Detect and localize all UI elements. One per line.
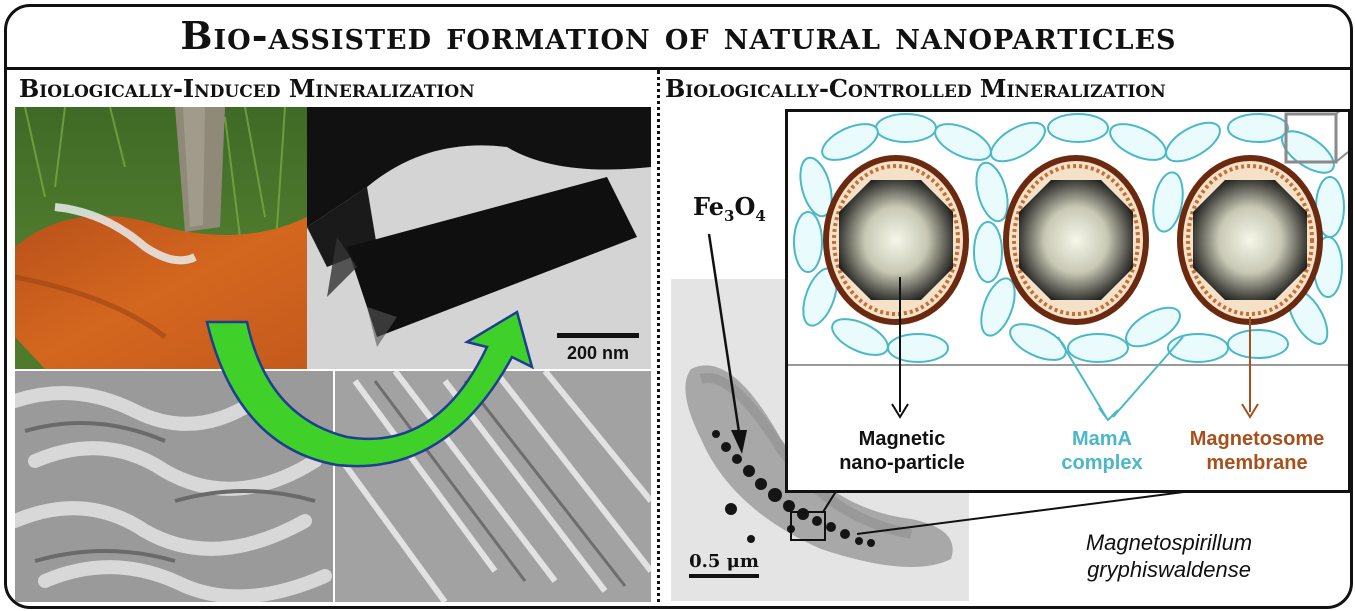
right-panel-heading: Biologically-Controlled Mineralization	[665, 74, 1166, 103]
fe3o4-label: Fe3O4	[693, 192, 766, 225]
magnetosome-2	[1003, 155, 1149, 325]
magnetic-nanoparticle-label: Magnetic nano-particle	[839, 428, 965, 474]
magnetosome-membrane-label: Magnetosome membrane	[1189, 428, 1325, 474]
green-arrow-icon	[205, 310, 534, 468]
fe3o4-arrow-icon	[707, 233, 747, 454]
panel-divider	[657, 70, 660, 606]
species-name: Magnetospirillum gryphiswaldense	[1085, 530, 1253, 582]
figure-title: Bio-assisted formation of natural nanopa…	[180, 13, 1177, 58]
figure-frame: Bio-assisted formation of natural nanopa…	[4, 4, 1353, 609]
mama-complex-label: MamA complex	[1061, 428, 1143, 474]
magnetosome-1	[823, 155, 969, 325]
tem-image: 200 nm	[307, 107, 651, 369]
magnetosome-diagram	[785, 109, 1350, 493]
sem-image-right	[335, 371, 651, 602]
left-panel-heading: Biologically-Induced Mineralization	[19, 74, 475, 103]
label-pointers	[891, 277, 1259, 422]
title-separator	[7, 67, 1350, 70]
tem-scale-label: 200 nm	[567, 343, 629, 363]
cell-scale-label: 0.5 μm	[689, 551, 759, 572]
diagram-separator	[788, 364, 1348, 366]
